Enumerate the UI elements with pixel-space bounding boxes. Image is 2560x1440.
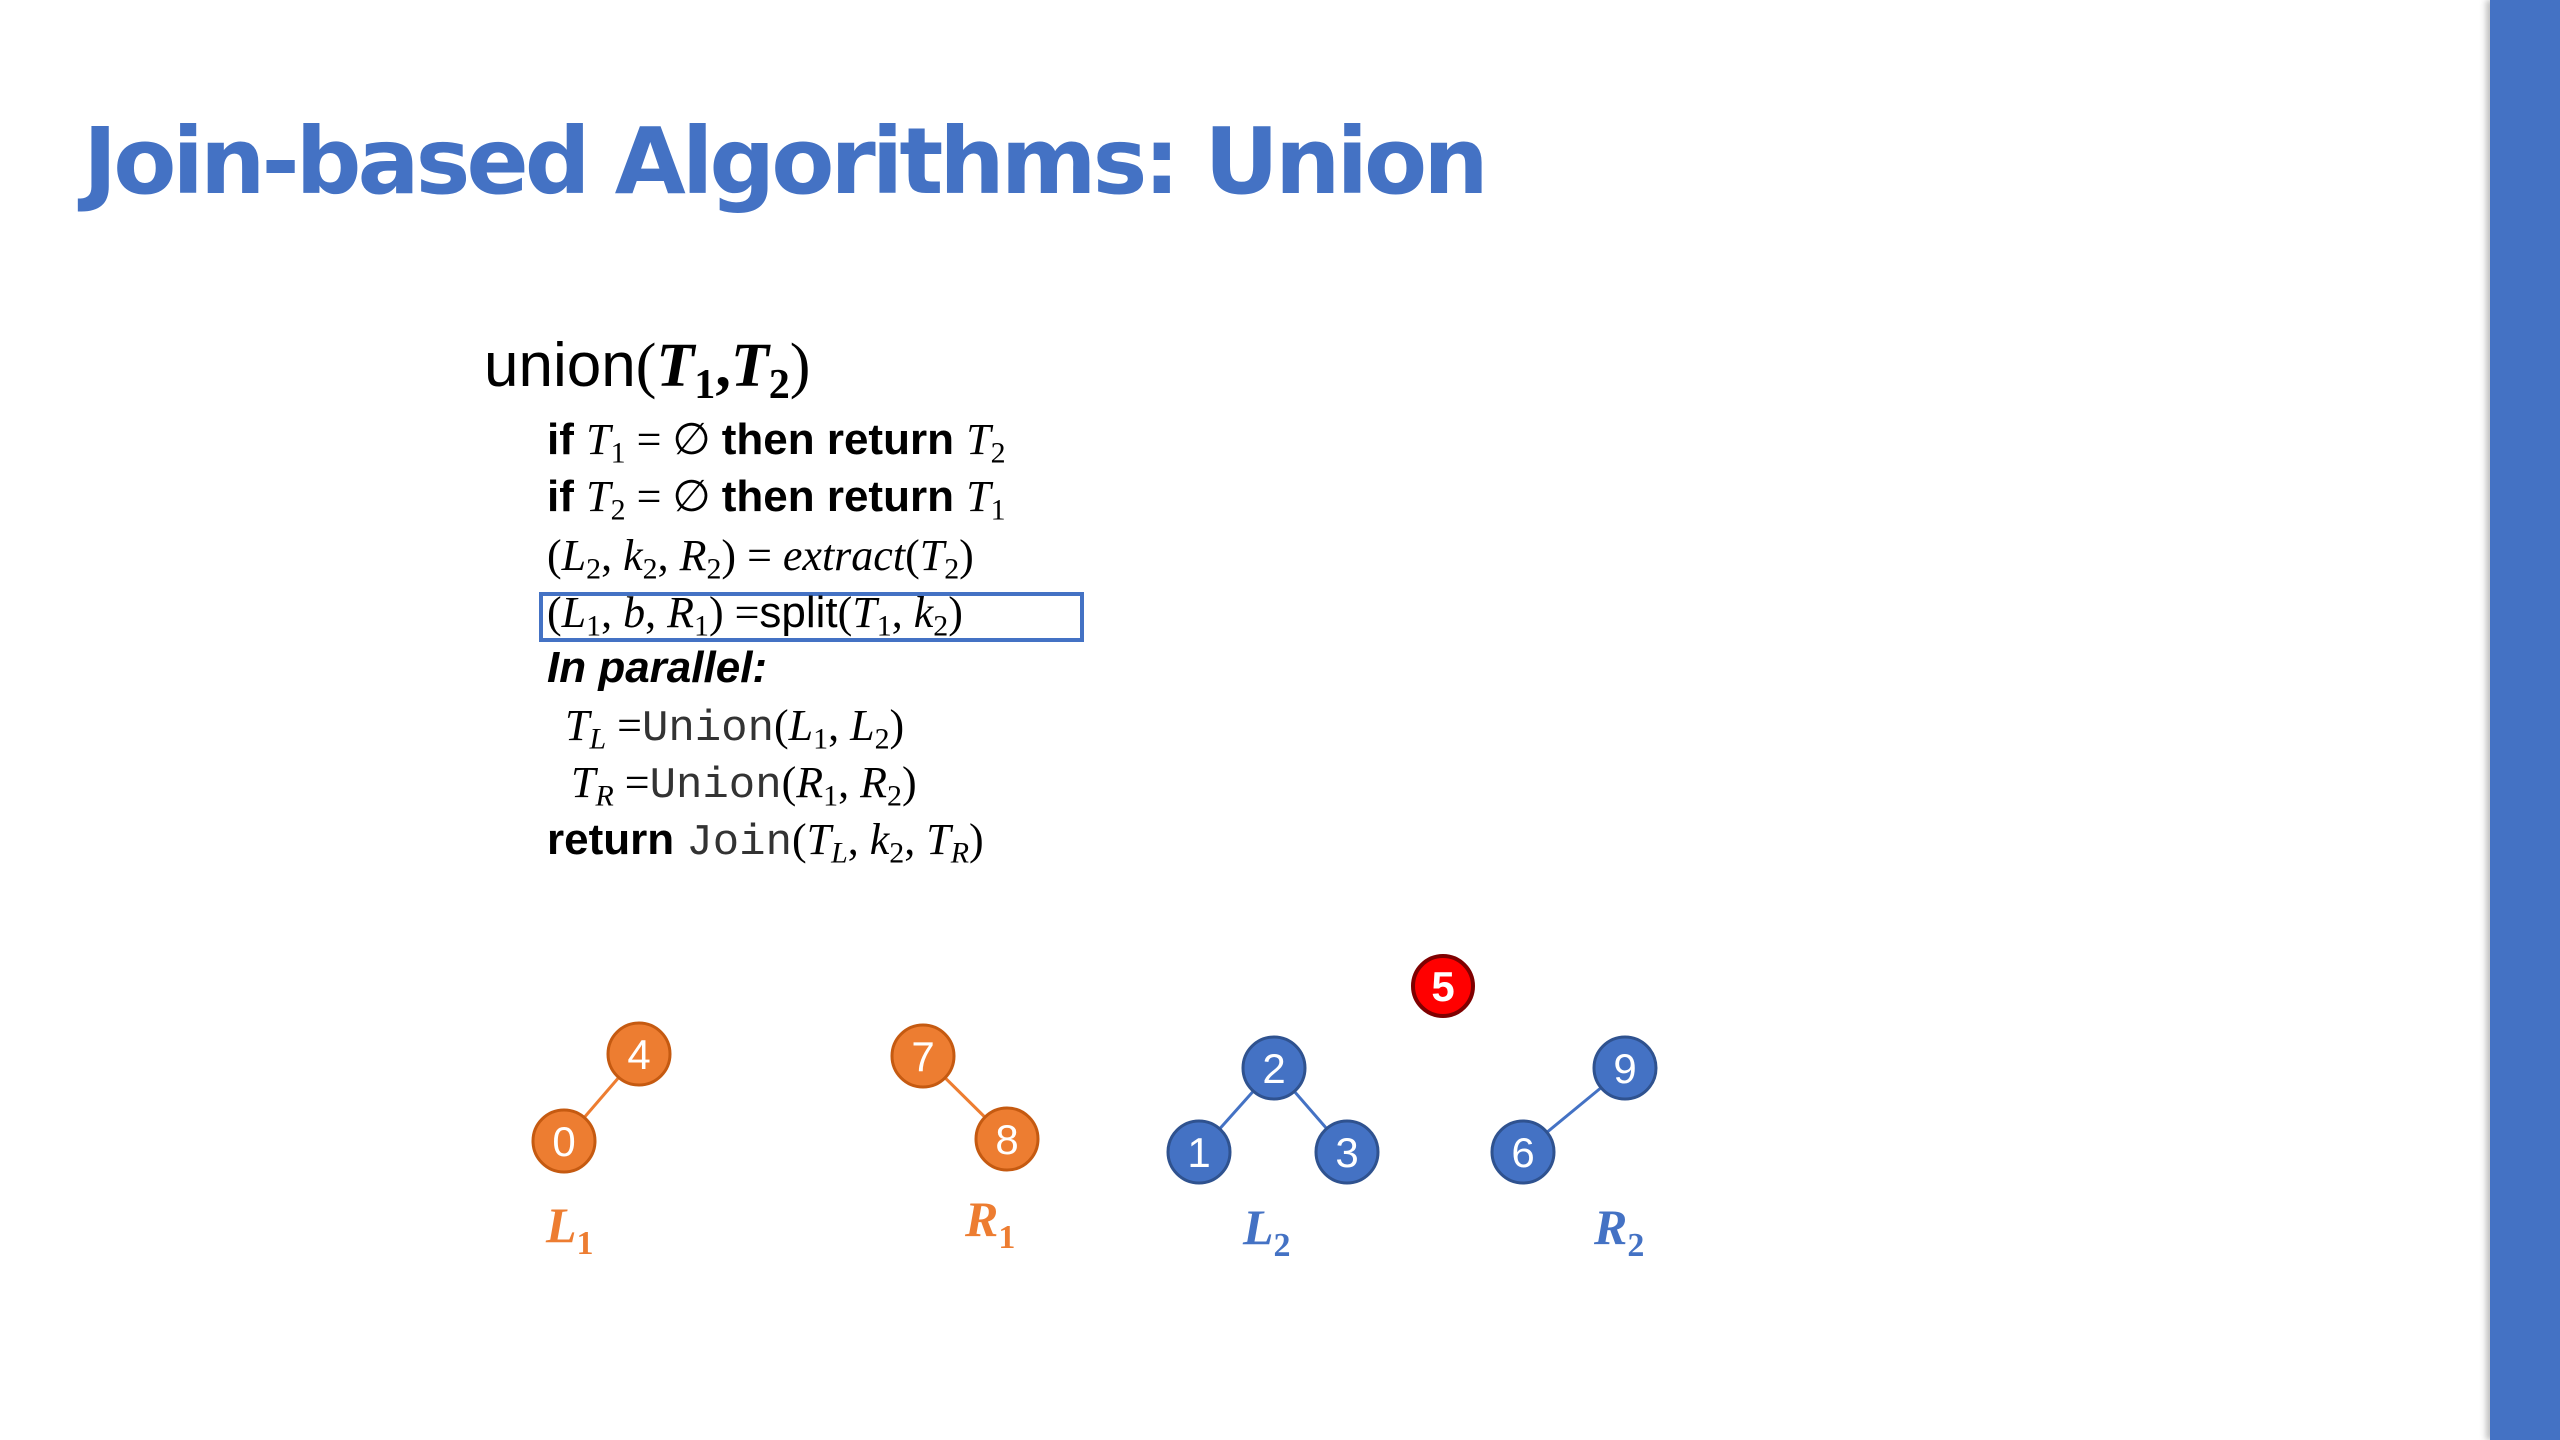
tree-R1: 7 8 R1 xyxy=(890,1023,1040,1256)
code-line-6: TL =Union(L1, L2) xyxy=(565,701,905,756)
right-accent-bar xyxy=(2490,0,2560,1440)
node-4 xyxy=(606,1021,672,1087)
code-line-1: if T1 = ∅ then return T2 xyxy=(547,415,1006,470)
node-6-label: 6 xyxy=(1511,1129,1534,1176)
code-line-2: if T2 = ∅ then return T1 xyxy=(547,472,1006,527)
node-8 xyxy=(974,1106,1040,1172)
node-4-label: 4 xyxy=(627,1031,650,1078)
tree-R2-label: R2 xyxy=(1593,1199,1644,1264)
node-7 xyxy=(890,1023,956,1089)
function-name: union xyxy=(484,331,636,400)
tree-L1-label: L1 xyxy=(545,1197,594,1262)
node-0-label: 0 xyxy=(552,1118,575,1165)
node-1-label: 1 xyxy=(1187,1129,1210,1176)
node-2 xyxy=(1241,1035,1307,1101)
code-line-3: (L2, k2, R2) = extract(T2) xyxy=(547,531,974,586)
tree-L2-label: L2 xyxy=(1242,1199,1291,1264)
code-line-4: (L1, b, R1) =split(T1, k2) xyxy=(547,588,963,643)
code-line-5: In parallel: xyxy=(547,643,768,692)
node-3-label: 3 xyxy=(1335,1129,1358,1176)
split-highlight-box xyxy=(539,592,1084,642)
tree-L2: 2 1 3 L2 xyxy=(1166,1035,1380,1264)
node-9-label: 9 xyxy=(1613,1045,1636,1092)
tree-R2: 9 6 R2 xyxy=(1490,1035,1658,1264)
node-0 xyxy=(531,1108,597,1174)
node-3 xyxy=(1314,1119,1380,1185)
node-6 xyxy=(1490,1119,1556,1185)
node-1 xyxy=(1166,1119,1232,1185)
node-2-label: 2 xyxy=(1262,1045,1285,1092)
tree-L1: 4 0 L1 xyxy=(531,1021,672,1262)
code-line-8: return Join(TL, k2, TR) xyxy=(547,815,984,870)
pivot-key: 5 xyxy=(1411,954,1475,1018)
code-header: union(T1,T2) xyxy=(484,331,811,408)
node-5 xyxy=(1411,954,1475,1018)
node-5-label: 5 xyxy=(1431,963,1454,1010)
code-line-7: TR =Union(R1, R2) xyxy=(571,758,917,813)
node-9 xyxy=(1592,1035,1658,1101)
tree-R1-label: R1 xyxy=(964,1191,1015,1256)
page-title: Join-based Algorithms: Union xyxy=(83,108,1489,215)
node-8-label: 8 xyxy=(995,1116,1018,1163)
node-7-label: 7 xyxy=(911,1033,934,1080)
